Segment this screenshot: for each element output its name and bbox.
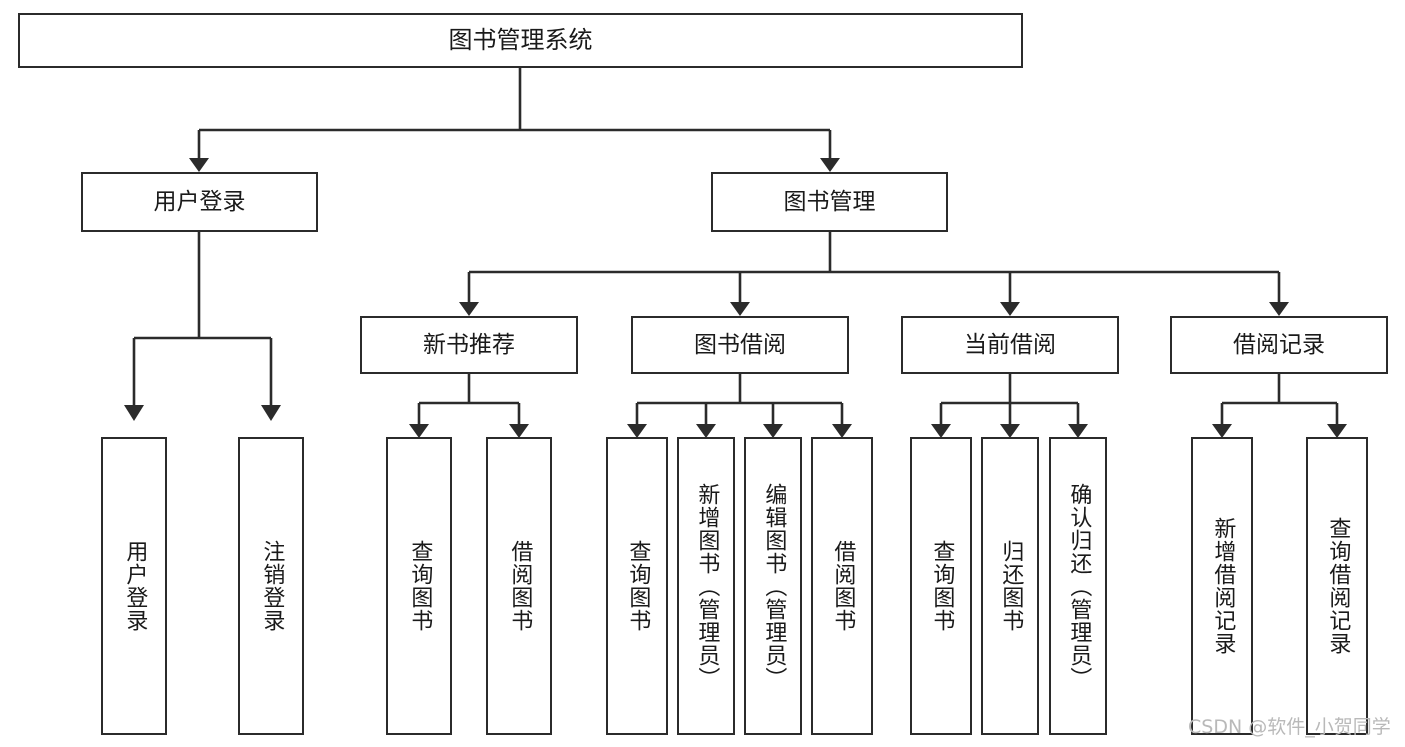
node-label: 归还图书 <box>998 540 1024 632</box>
node-label: 借阅记录 <box>1233 331 1325 358</box>
node-label: 新书推荐 <box>423 331 515 358</box>
node-label: 当前借阅 <box>964 331 1056 358</box>
node-book-management[interactable]: 图书管理 <box>711 172 948 232</box>
node-label: 新增借阅记录 <box>1210 517 1236 655</box>
node-label: 确认归还（管理员） <box>1066 482 1092 690</box>
node-label: 用户登录 <box>153 188 246 215</box>
leaf-user-login[interactable]: 用户登录 <box>101 437 167 735</box>
node-label: 注销登录 <box>259 540 285 632</box>
leaf-confirm-return-admin[interactable]: 确认归还（管理员） <box>1049 437 1107 735</box>
node-book-borrow[interactable]: 图书借阅 <box>631 316 849 374</box>
node-label: 用户登录 <box>122 540 148 632</box>
node-label: 查询图书 <box>929 540 955 632</box>
leaf-edit-book-admin[interactable]: 编辑图书（管理员） <box>744 437 802 735</box>
leaf-query-books-borrow[interactable]: 查询图书 <box>606 437 668 735</box>
node-label: 借阅图书 <box>830 540 856 632</box>
node-label: 借阅图书 <box>507 540 533 632</box>
leaf-return-books[interactable]: 归还图书 <box>981 437 1039 735</box>
leaf-user-logout[interactable]: 注销登录 <box>238 437 304 735</box>
node-label: 图书管理系统 <box>448 25 593 54</box>
leaf-borrow-books-borrow[interactable]: 借阅图书 <box>811 437 873 735</box>
node-current-borrow[interactable]: 当前借阅 <box>901 316 1119 374</box>
node-label: 图书管理 <box>783 188 876 215</box>
node-label: 图书借阅 <box>694 331 786 358</box>
leaf-query-books-current[interactable]: 查询图书 <box>910 437 972 735</box>
leaf-add-borrow-record[interactable]: 新增借阅记录 <box>1191 437 1253 735</box>
node-label: 查询图书 <box>625 540 651 632</box>
node-new-book-recommend[interactable]: 新书推荐 <box>360 316 578 374</box>
node-label: 新增图书（管理员） <box>694 482 720 690</box>
node-root-book-management-system[interactable]: 图书管理系统 <box>18 13 1023 68</box>
leaf-query-borrow-record[interactable]: 查询借阅记录 <box>1306 437 1368 735</box>
node-borrow-record[interactable]: 借阅记录 <box>1170 316 1388 374</box>
node-label: 编辑图书（管理员） <box>761 482 787 690</box>
node-label: 查询图书 <box>407 540 433 632</box>
node-user-login[interactable]: 用户登录 <box>81 172 318 232</box>
leaf-add-book-admin[interactable]: 新增图书（管理员） <box>677 437 735 735</box>
leaf-borrow-books-recommend[interactable]: 借阅图书 <box>486 437 552 735</box>
leaf-query-books-recommend[interactable]: 查询图书 <box>386 437 452 735</box>
node-label: 查询借阅记录 <box>1325 517 1351 655</box>
